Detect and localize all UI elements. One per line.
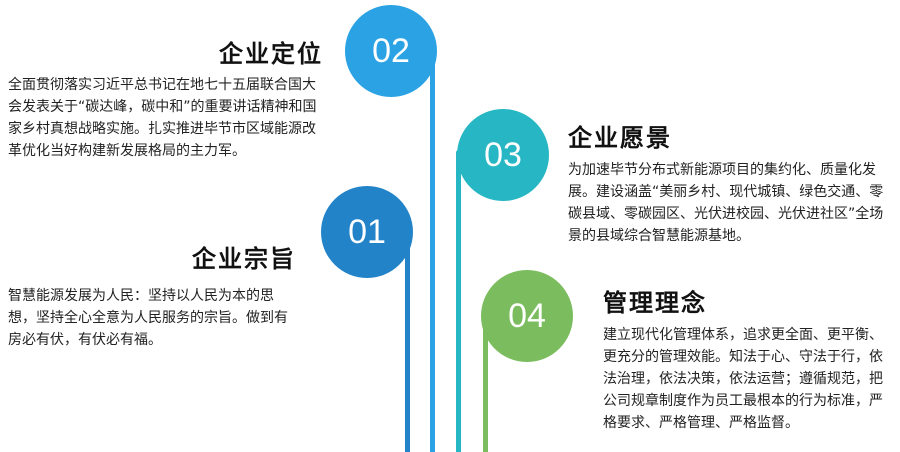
- section-title-03: 企业愿景: [568, 124, 672, 152]
- section-title-04: 管理理念: [603, 289, 707, 317]
- stem-04: [483, 312, 488, 452]
- stem-03: [456, 150, 461, 452]
- circle-03: 03: [457, 109, 549, 201]
- circle-02: 02: [345, 5, 437, 97]
- section-body-03: 为加速毕节分布式新能源项目的集约化、质量化发展。建设涵盖“美丽乡村、现代城镇、绿…: [568, 162, 884, 244]
- circle-04: 04: [481, 270, 573, 362]
- section-body-02: 全面贯彻落实习近平总书记在地七十五届联合国大会发表关于“碳达峰，碳中和”的重要讲…: [8, 77, 317, 159]
- section-body-01: 智慧能源发展为人民：坚持以人民为本的思想，坚持全心全意为人民服务的宗旨。做到有房…: [8, 288, 288, 348]
- section-body-04: 建立现代化管理体系，追求更全面、更平衡、更充分的管理效能。知法于心、守法于行，依…: [603, 327, 883, 431]
- stem-01: [405, 228, 410, 452]
- circle-01: 01: [321, 186, 413, 278]
- section-title-01: 企业宗旨: [192, 245, 296, 273]
- section-title-02: 企业定位: [219, 40, 323, 68]
- stem-02: [430, 46, 435, 452]
